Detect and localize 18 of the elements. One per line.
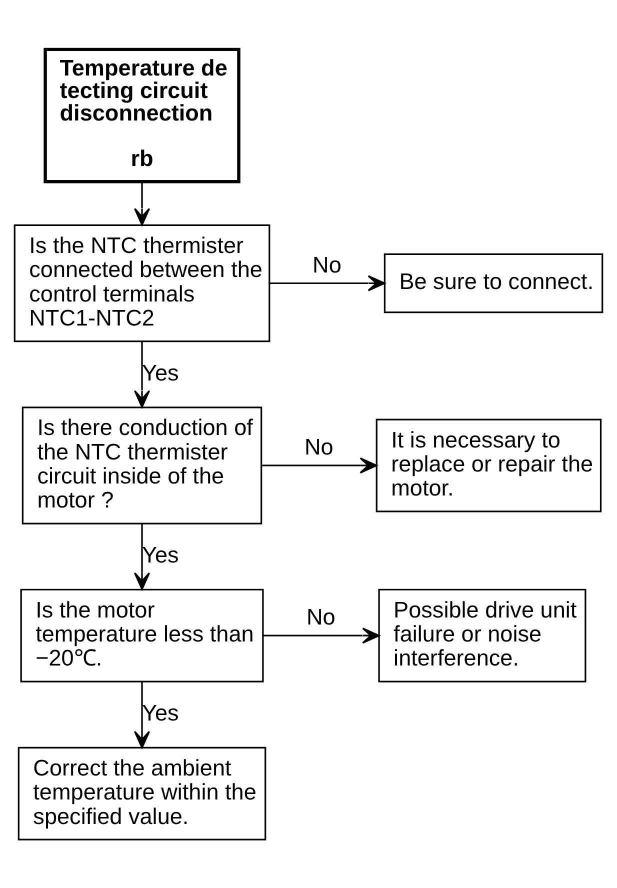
arrow xyxy=(134,181,150,226)
node-box: It is necessary to replace or repair the motor. xyxy=(376,418,602,512)
arrow xyxy=(269,274,386,291)
arrow xyxy=(134,341,150,408)
node-box: Is the motor temperature less than −20℃. xyxy=(20,588,264,682)
node-box: Is there conduction of the NTC thermister circuit inside of the motor ? xyxy=(22,406,262,524)
edge-label: No xyxy=(312,252,342,277)
arrow xyxy=(263,627,380,644)
arrow xyxy=(262,456,378,474)
node-box: Be sure to connect. xyxy=(384,252,604,313)
edge-label: No xyxy=(306,604,336,630)
arrow xyxy=(134,523,150,590)
edge-label: No xyxy=(304,434,334,459)
node-box: Correct the ambient temperature within the specified value. xyxy=(18,746,266,840)
arrow xyxy=(134,681,150,748)
node-box: Temperature de tecting circuit disconnection rb xyxy=(44,47,240,183)
node-box: Is the NTC thermister connected between the control terminals NTC1-NTC2 xyxy=(14,224,270,342)
node-box: Possible drive unit failure or noise interference. xyxy=(378,588,586,682)
